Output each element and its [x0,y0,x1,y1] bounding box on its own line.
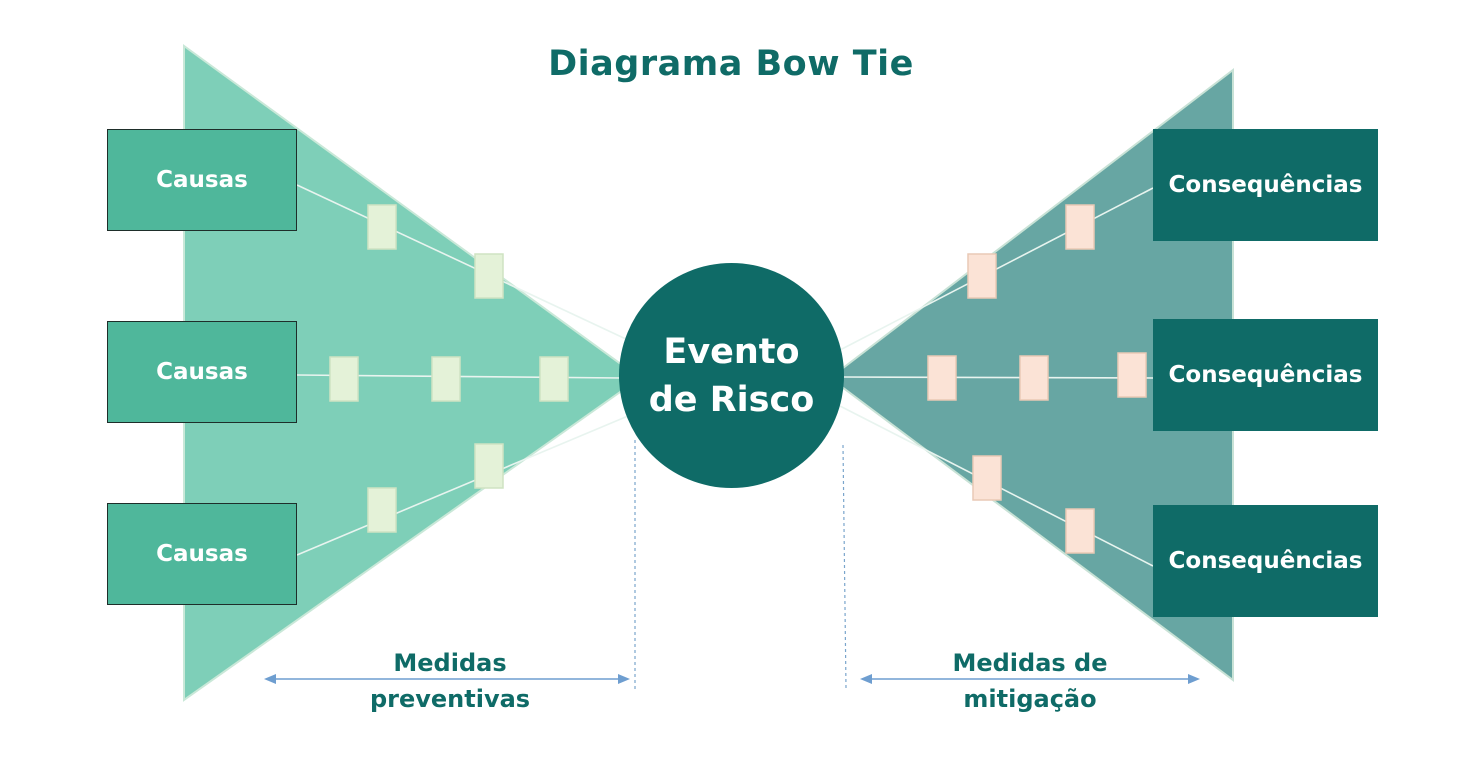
mitigation-barrier [1065,508,1095,554]
mitigation-barrier [1019,355,1049,401]
preventive-barrier [431,356,461,402]
preventive-barriers [329,204,569,533]
consequence-box-2: Consequências [1153,319,1378,431]
preventive-span-arrow [264,674,630,684]
preventive-barrier [539,356,569,402]
mitigation-span-arrow [860,674,1200,684]
preventive-measures-label: Medidas preventivas [300,645,600,717]
risk-event-label-line1: Evento [663,331,800,372]
preventive-barrier [367,487,397,533]
threat-line-3 [296,415,629,556]
mitigation-barrier [967,253,997,299]
preventive-barrier [329,356,359,402]
diagram-title: Diagrama Bow Tie [548,44,914,84]
risk-event-label-line2: de Risco [648,379,815,420]
preventive-barrier [367,204,397,250]
preventive-barrier [474,443,504,489]
consequence-box-3: Consequências [1153,505,1378,617]
mitigation-label-line2: mitigação [963,685,1097,713]
cause-box-1: Causas [107,129,297,231]
preventive-barrier [474,253,504,299]
threat-line-1 [296,184,629,341]
mitigation-label-line1: Medidas de [952,649,1108,677]
mitigation-barrier [972,455,1002,501]
consequence-box-1: Consequências [1153,129,1378,241]
preventive-label-line1: Medidas [393,649,507,677]
mitigation-barriers [927,204,1147,554]
consequence-line-2 [842,376,1154,379]
cause-box-2: Causas [107,321,297,423]
mitigation-barrier [1117,352,1147,398]
mitigation-barrier [1065,204,1095,250]
preventive-label-line2: preventivas [369,685,531,713]
cause-box-3: Causas [107,503,297,605]
mitigation-barrier [927,355,957,401]
mitigation-measures-label: Medidas de mitigação [880,645,1180,717]
mitigation-guide-line [842,444,847,689]
risk-event-circle: Evento de Risco [619,263,844,488]
